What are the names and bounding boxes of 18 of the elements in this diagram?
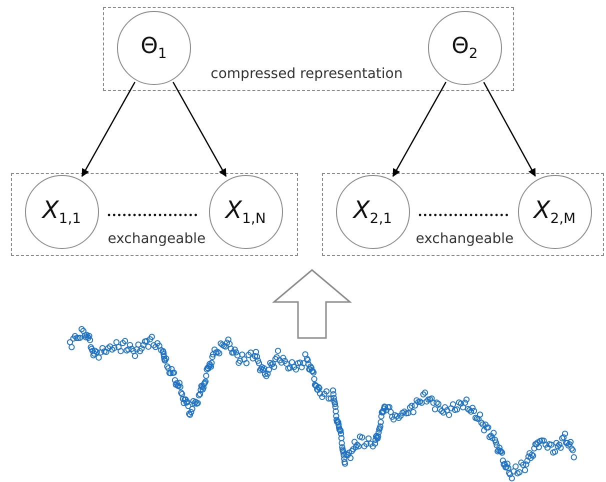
dotted-line (418, 214, 510, 216)
variable-circle: X$_{1,1}$ (24, 174, 99, 249)
hollow-arrow (272, 269, 352, 339)
group-label: compressed representation (210, 66, 403, 82)
group-label: exchangeable (108, 230, 206, 247)
arrow (392, 82, 446, 177)
variable-circle: Θ$_{2}$ (428, 10, 502, 85)
variable-circle: X$_{1,N}$ (208, 174, 283, 249)
variable-circle: X$_{2,1}$ (336, 174, 410, 249)
arrow (82, 82, 136, 177)
dashed-group-box (322, 173, 604, 256)
dashed-group-box (103, 7, 514, 91)
variable-circle: X$_{2,M}$ (518, 174, 592, 249)
variable-circle: Θ$_{1}$ (116, 10, 191, 85)
arrow (483, 82, 536, 177)
arrow (172, 82, 226, 177)
group-label: exchangeable (416, 230, 514, 247)
dashed-group-box (11, 173, 298, 256)
